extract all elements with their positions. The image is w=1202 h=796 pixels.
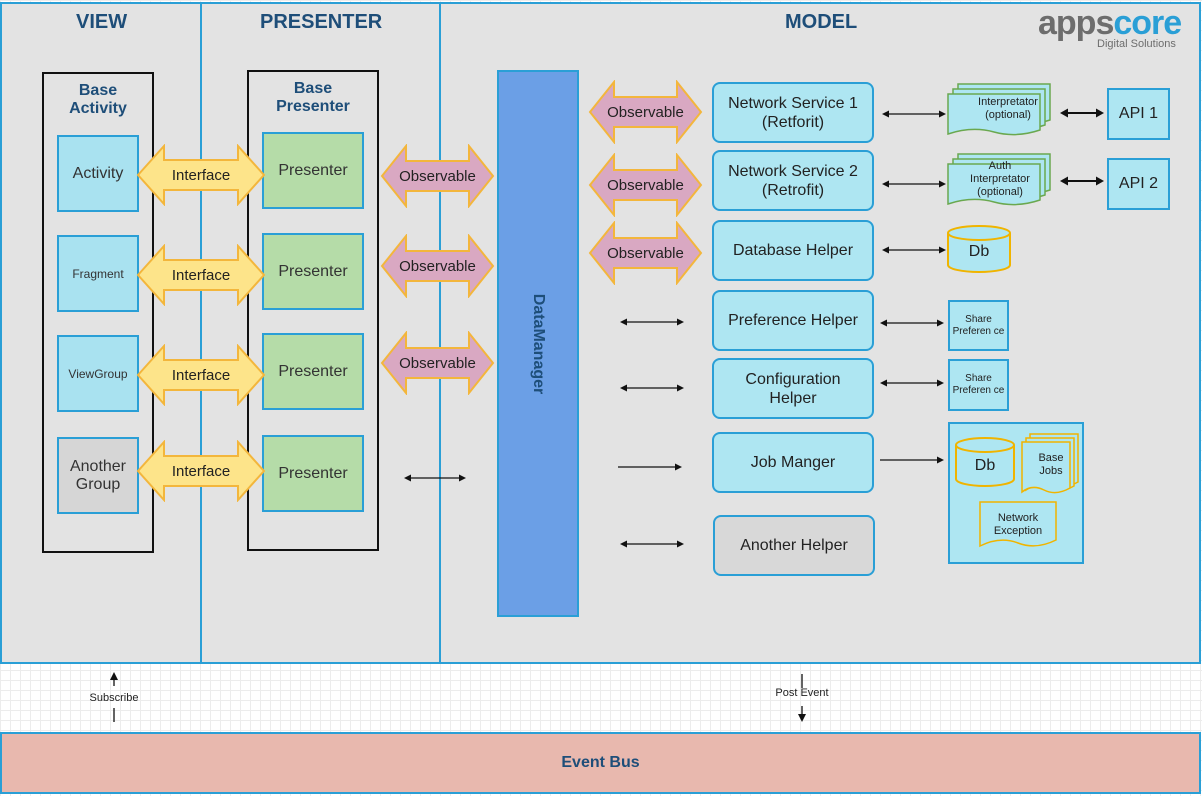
document-icon — [979, 501, 1057, 548]
appscore-logo: appscore Digital Solutions — [1038, 4, 1188, 54]
model-column-title: MODEL — [785, 11, 858, 33]
double-arrow-icon — [136, 343, 266, 407]
observable-arrow-p1: Observable — [380, 143, 495, 209]
view-viewgroup: ViewGroup — [57, 335, 139, 412]
preference-share-arrow — [880, 319, 944, 327]
interpretator-2: Auth Interpretator (optional) — [946, 152, 1054, 208]
jobs-db-label: Db — [974, 457, 996, 474]
interpretator-api2-arrow — [1060, 176, 1104, 186]
network-service-2: Network Service 2 (Retrofit) — [712, 150, 874, 211]
api-1: API 1 — [1107, 88, 1170, 140]
document-stack-icon — [947, 153, 1051, 206]
interface-arrow-3: Interface — [136, 343, 266, 407]
base-jobs-label: Base Jobs — [1038, 452, 1064, 477]
interface-label-2: Interface — [171, 266, 231, 284]
observable-arrow-p2: Observable — [380, 233, 495, 299]
interface-label-1: Interface — [171, 166, 231, 184]
observable-label-p2: Observable — [399, 257, 476, 275]
jobmanager-jobs-arrow — [880, 456, 944, 464]
post-event-label: Post Event — [775, 687, 829, 699]
interface-arrow-1: Interface — [136, 143, 266, 207]
logo-tagline: Digital Solutions — [1097, 38, 1176, 50]
double-arrow-icon — [380, 330, 495, 396]
dm-preference-arrow — [620, 318, 684, 326]
double-arrow-icon — [136, 243, 266, 307]
interpretator-2-label: Auth Interpretator (optional) — [970, 160, 1030, 198]
view-activity: Activity — [57, 135, 139, 212]
database-helper: Database Helper — [712, 220, 874, 281]
interface-arrow-4: Interface — [136, 439, 266, 503]
interface-label-3: Interface — [171, 366, 231, 384]
observable-label-m2: Observable — [607, 176, 684, 194]
observable-arrow-m2: Observable — [588, 152, 703, 218]
subscribe-arrow — [110, 672, 118, 722]
interface-arrow-2: Interface — [136, 243, 266, 307]
network-service-1: Network Service 1 (Retforit) — [712, 82, 874, 143]
double-arrow-icon — [136, 143, 266, 207]
dm-jobmanager-arrow — [618, 463, 682, 471]
interface-label-4: Interface — [171, 462, 231, 480]
observable-label-p1: Observable — [399, 167, 476, 185]
database-db-arrow — [882, 246, 946, 254]
view-another-group: Another Group — [57, 437, 139, 514]
base-presenter-title: Base Presenter — [276, 80, 350, 115]
configuration-helper: Configuration Helper — [712, 358, 874, 419]
view-fragment: Fragment — [57, 235, 139, 312]
database-db: Db — [946, 224, 1012, 274]
interpretator-1: Interpretator (optional) — [946, 82, 1054, 138]
observable-label-m3: Observable — [607, 244, 684, 262]
double-arrow-icon — [380, 233, 495, 299]
preference-helper: Preference Helper — [712, 290, 874, 351]
network-exception-label: Network Exception — [993, 512, 1043, 537]
double-arrow-icon — [380, 143, 495, 209]
base-activity-title: Base Activity — [69, 82, 127, 117]
interpretator-1-label: Interpretator (optional) — [978, 96, 1038, 121]
jobs-container: Db Base Jobs Network Exception — [948, 422, 1084, 564]
double-arrow-icon — [136, 439, 266, 503]
datamanager-box: DataManager — [497, 70, 579, 617]
view-column-title: VIEW — [76, 11, 128, 33]
event-bus: Event Bus — [0, 732, 1201, 794]
jobs-db: Db — [954, 436, 1016, 488]
another-helper: Another Helper — [713, 515, 875, 576]
presenter-column-title: PRESENTER — [260, 11, 383, 33]
base-jobs: Base Jobs — [1020, 432, 1084, 494]
subscribe-label: Subscribe — [89, 692, 139, 704]
document-stack-icon — [1021, 433, 1079, 494]
database-icon — [955, 437, 1015, 487]
dm-configuration-arrow — [620, 384, 684, 392]
observable-arrow-p3: Observable — [380, 330, 495, 396]
double-arrow-icon — [588, 220, 703, 286]
presenter-4: Presenter — [262, 435, 364, 512]
share-preference-2: Share Preferen ce — [948, 359, 1009, 411]
ns1-interpretator-arrow — [882, 110, 946, 118]
api-2: API 2 — [1107, 158, 1170, 210]
dm-another-helper-arrow — [620, 540, 684, 548]
logo-brand-apps: apps — [1038, 4, 1114, 42]
observable-label-m1: Observable — [607, 103, 684, 121]
observable-arrow-m1: Observable — [588, 79, 703, 145]
datamanager-label: DataManager — [530, 293, 547, 394]
database-db-label: Db — [968, 243, 990, 260]
job-manager: Job Manger — [712, 432, 874, 493]
post-event-arrow — [798, 674, 806, 722]
presenter-1: Presenter — [262, 132, 364, 209]
interpretator-api1-arrow — [1060, 108, 1104, 118]
presenter-4-link-arrow — [404, 474, 466, 482]
document-stack-icon — [947, 83, 1051, 136]
observable-label-p3: Observable — [399, 354, 476, 372]
double-arrow-icon — [588, 152, 703, 218]
database-icon — [947, 225, 1011, 273]
double-arrow-icon — [588, 79, 703, 145]
configuration-share-arrow — [880, 379, 944, 387]
observable-arrow-m3: Observable — [588, 220, 703, 286]
ns2-interpretator-arrow — [882, 180, 946, 188]
share-preference-1: Share Preferen ce — [948, 300, 1009, 351]
network-exception: Network Exception — [978, 500, 1058, 554]
presenter-3: Presenter — [262, 333, 364, 410]
presenter-2: Presenter — [262, 233, 364, 310]
logo-brand-core: core — [1113, 4, 1182, 42]
